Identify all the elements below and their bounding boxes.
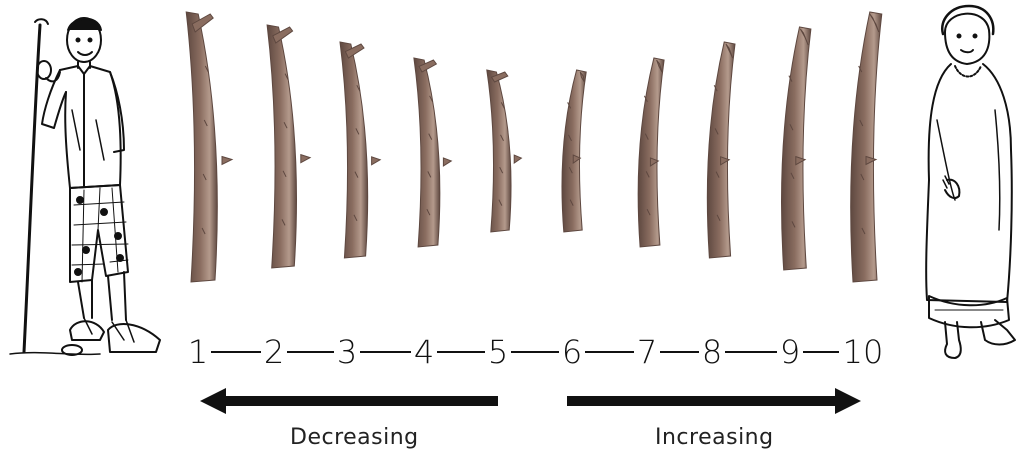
- scale-number-2: 2: [264, 330, 284, 374]
- scale-connector-line: [511, 351, 559, 353]
- scale-connector-line: [211, 351, 261, 353]
- scale-connector-line: [437, 351, 485, 353]
- stick-7: [638, 58, 664, 247]
- man-with-walking-stick-figure: [0, 0, 175, 370]
- stick-4: [414, 58, 451, 247]
- scale-number-8: 8: [702, 330, 722, 374]
- stick-9: [781, 27, 810, 270]
- scale-connector-line: [660, 351, 699, 353]
- right-arrow-icon: [565, 388, 861, 414]
- stick-6: [562, 70, 586, 232]
- left-arrow-icon: [200, 388, 500, 414]
- scale-number-3: 3: [337, 330, 357, 374]
- woman-in-shawl-figure: [915, 0, 1019, 370]
- scale-connector-line: [360, 351, 411, 353]
- numeric-scale: 1 2 3 4 5 6 7 8 9 10: [186, 330, 886, 374]
- decreasing-label: Decreasing: [290, 424, 419, 452]
- scale-number-6: 6: [562, 330, 582, 374]
- scale-connector-line: [803, 351, 839, 353]
- scale-number-10: 10: [843, 330, 884, 374]
- scale-connector-line: [287, 351, 334, 353]
- stick-3: [340, 42, 380, 258]
- increasing-label: Increasing: [655, 424, 774, 452]
- scale-number-9: 9: [780, 330, 800, 374]
- stick-8: [707, 42, 735, 258]
- stick-1: [186, 12, 232, 282]
- stick-5: [487, 70, 522, 232]
- scale-number-1: 1: [188, 330, 208, 374]
- scale-number-4: 4: [414, 330, 434, 374]
- scale-connector-line: [585, 351, 634, 353]
- scale-number-5: 5: [488, 330, 508, 374]
- scale-connector-line: [725, 351, 777, 353]
- scale-number-7: 7: [637, 330, 657, 374]
- stick-2: [267, 25, 310, 268]
- stick-10: [851, 12, 882, 282]
